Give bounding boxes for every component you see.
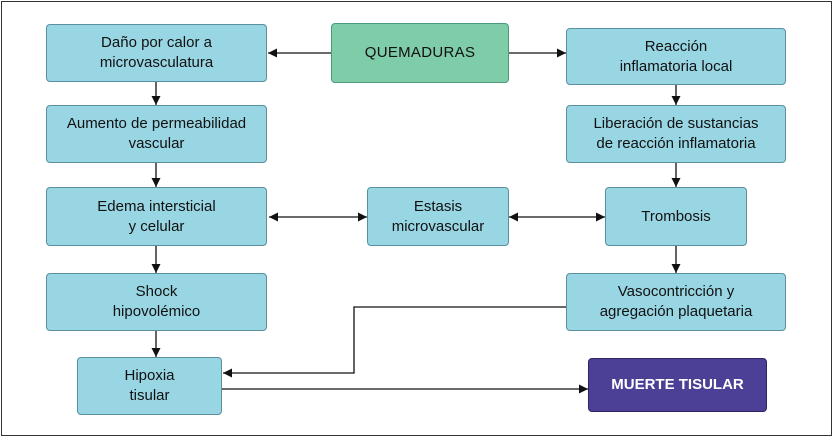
node-aumento-permeabilidad: Aumento de permeabilidad vascular [46, 105, 267, 163]
node-shock: Shock hipovolémico [46, 273, 267, 331]
node-vasoconstriccion: Vasocontricción y agregación plaquetaria [566, 273, 786, 331]
node-estasis: Estasis microvascular [367, 187, 509, 246]
node-hipoxia: Hipoxia tisular [77, 357, 222, 415]
node-muerte-tisular: MUERTE TISULAR [588, 358, 767, 412]
arrow-vasoconstriccion-to-hipoxia [223, 306, 566, 378]
node-reaccion-inflamatoria: Reacción inflamatoria local [566, 28, 786, 85]
node-liberacion-sustancias: Liberación de sustancias de reacción inf… [566, 105, 786, 163]
node-dano-calor: Daño por calor a microvasculatura [46, 24, 267, 82]
node-edema: Edema intersticial y celular [46, 187, 267, 246]
node-quemaduras: QUEMADURAS [331, 23, 509, 83]
node-trombosis: Trombosis [605, 187, 747, 246]
